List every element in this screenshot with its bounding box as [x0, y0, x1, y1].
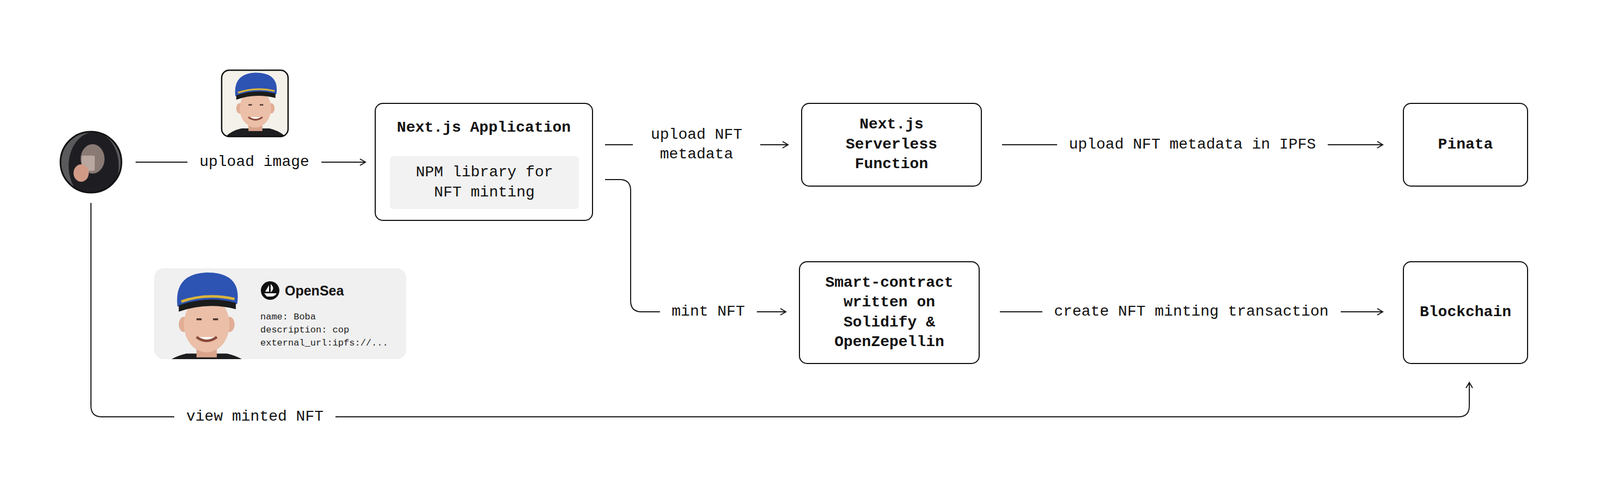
card-title: OpenSea — [284, 282, 344, 299]
edge-label: mint NFT — [659, 302, 757, 322]
nft-card: OpenSea name: Bobadescription: copexterna… — [154, 268, 407, 360]
connector-arrow — [605, 179, 786, 313]
blockchain-box: Blockchain — [1402, 261, 1529, 365]
edge-label: create NFT minting transaction — [1041, 302, 1341, 322]
node-text: Blockchain — [1419, 302, 1512, 323]
node-text: Next.js Serverless Function — [818, 114, 965, 175]
upload-label: upload image — [187, 152, 322, 173]
card-field: external_url:ipfs://... — [260, 337, 389, 350]
user-avatar — [59, 131, 122, 200]
application-box: Next.js ApplicationNPM library for NFT m… — [374, 102, 594, 222]
text-wrap: Pinata — [1438, 135, 1494, 155]
node-text: NPM library for NFT minting — [402, 162, 566, 203]
text-wrap: Next.js Serverless Function — [818, 114, 965, 175]
card-field: name: Boba — [260, 311, 316, 324]
library-box: NPM library for NFT minting — [389, 156, 579, 210]
card-field: description: cop — [260, 324, 350, 337]
node-text: Pinata — [1438, 135, 1494, 155]
view-label: view minted NFT — [174, 407, 336, 427]
text-wrap: Blockchain — [1419, 302, 1512, 323]
serverless-box: Next.js Serverless Function — [801, 102, 982, 187]
storage-box: Pinata — [1402, 102, 1529, 187]
contract-box: Smart-contract written on Solidify & Ope… — [798, 261, 980, 365]
text-wrap: Smart-contract written on Solidify & Ope… — [816, 273, 963, 353]
edge-label: upload NFT metadata in IPFS — [1057, 135, 1329, 155]
node-text: Next.js Application — [375, 118, 592, 138]
text-wrap: NPM library for NFT minting — [402, 162, 566, 203]
edge-label: upload NFT metadata — [632, 125, 761, 166]
node-text: Smart-contract written on Solidify & Ope… — [816, 273, 963, 353]
view-arrow — [90, 203, 1470, 418]
uploaded-image-thumbnail — [218, 70, 292, 151]
